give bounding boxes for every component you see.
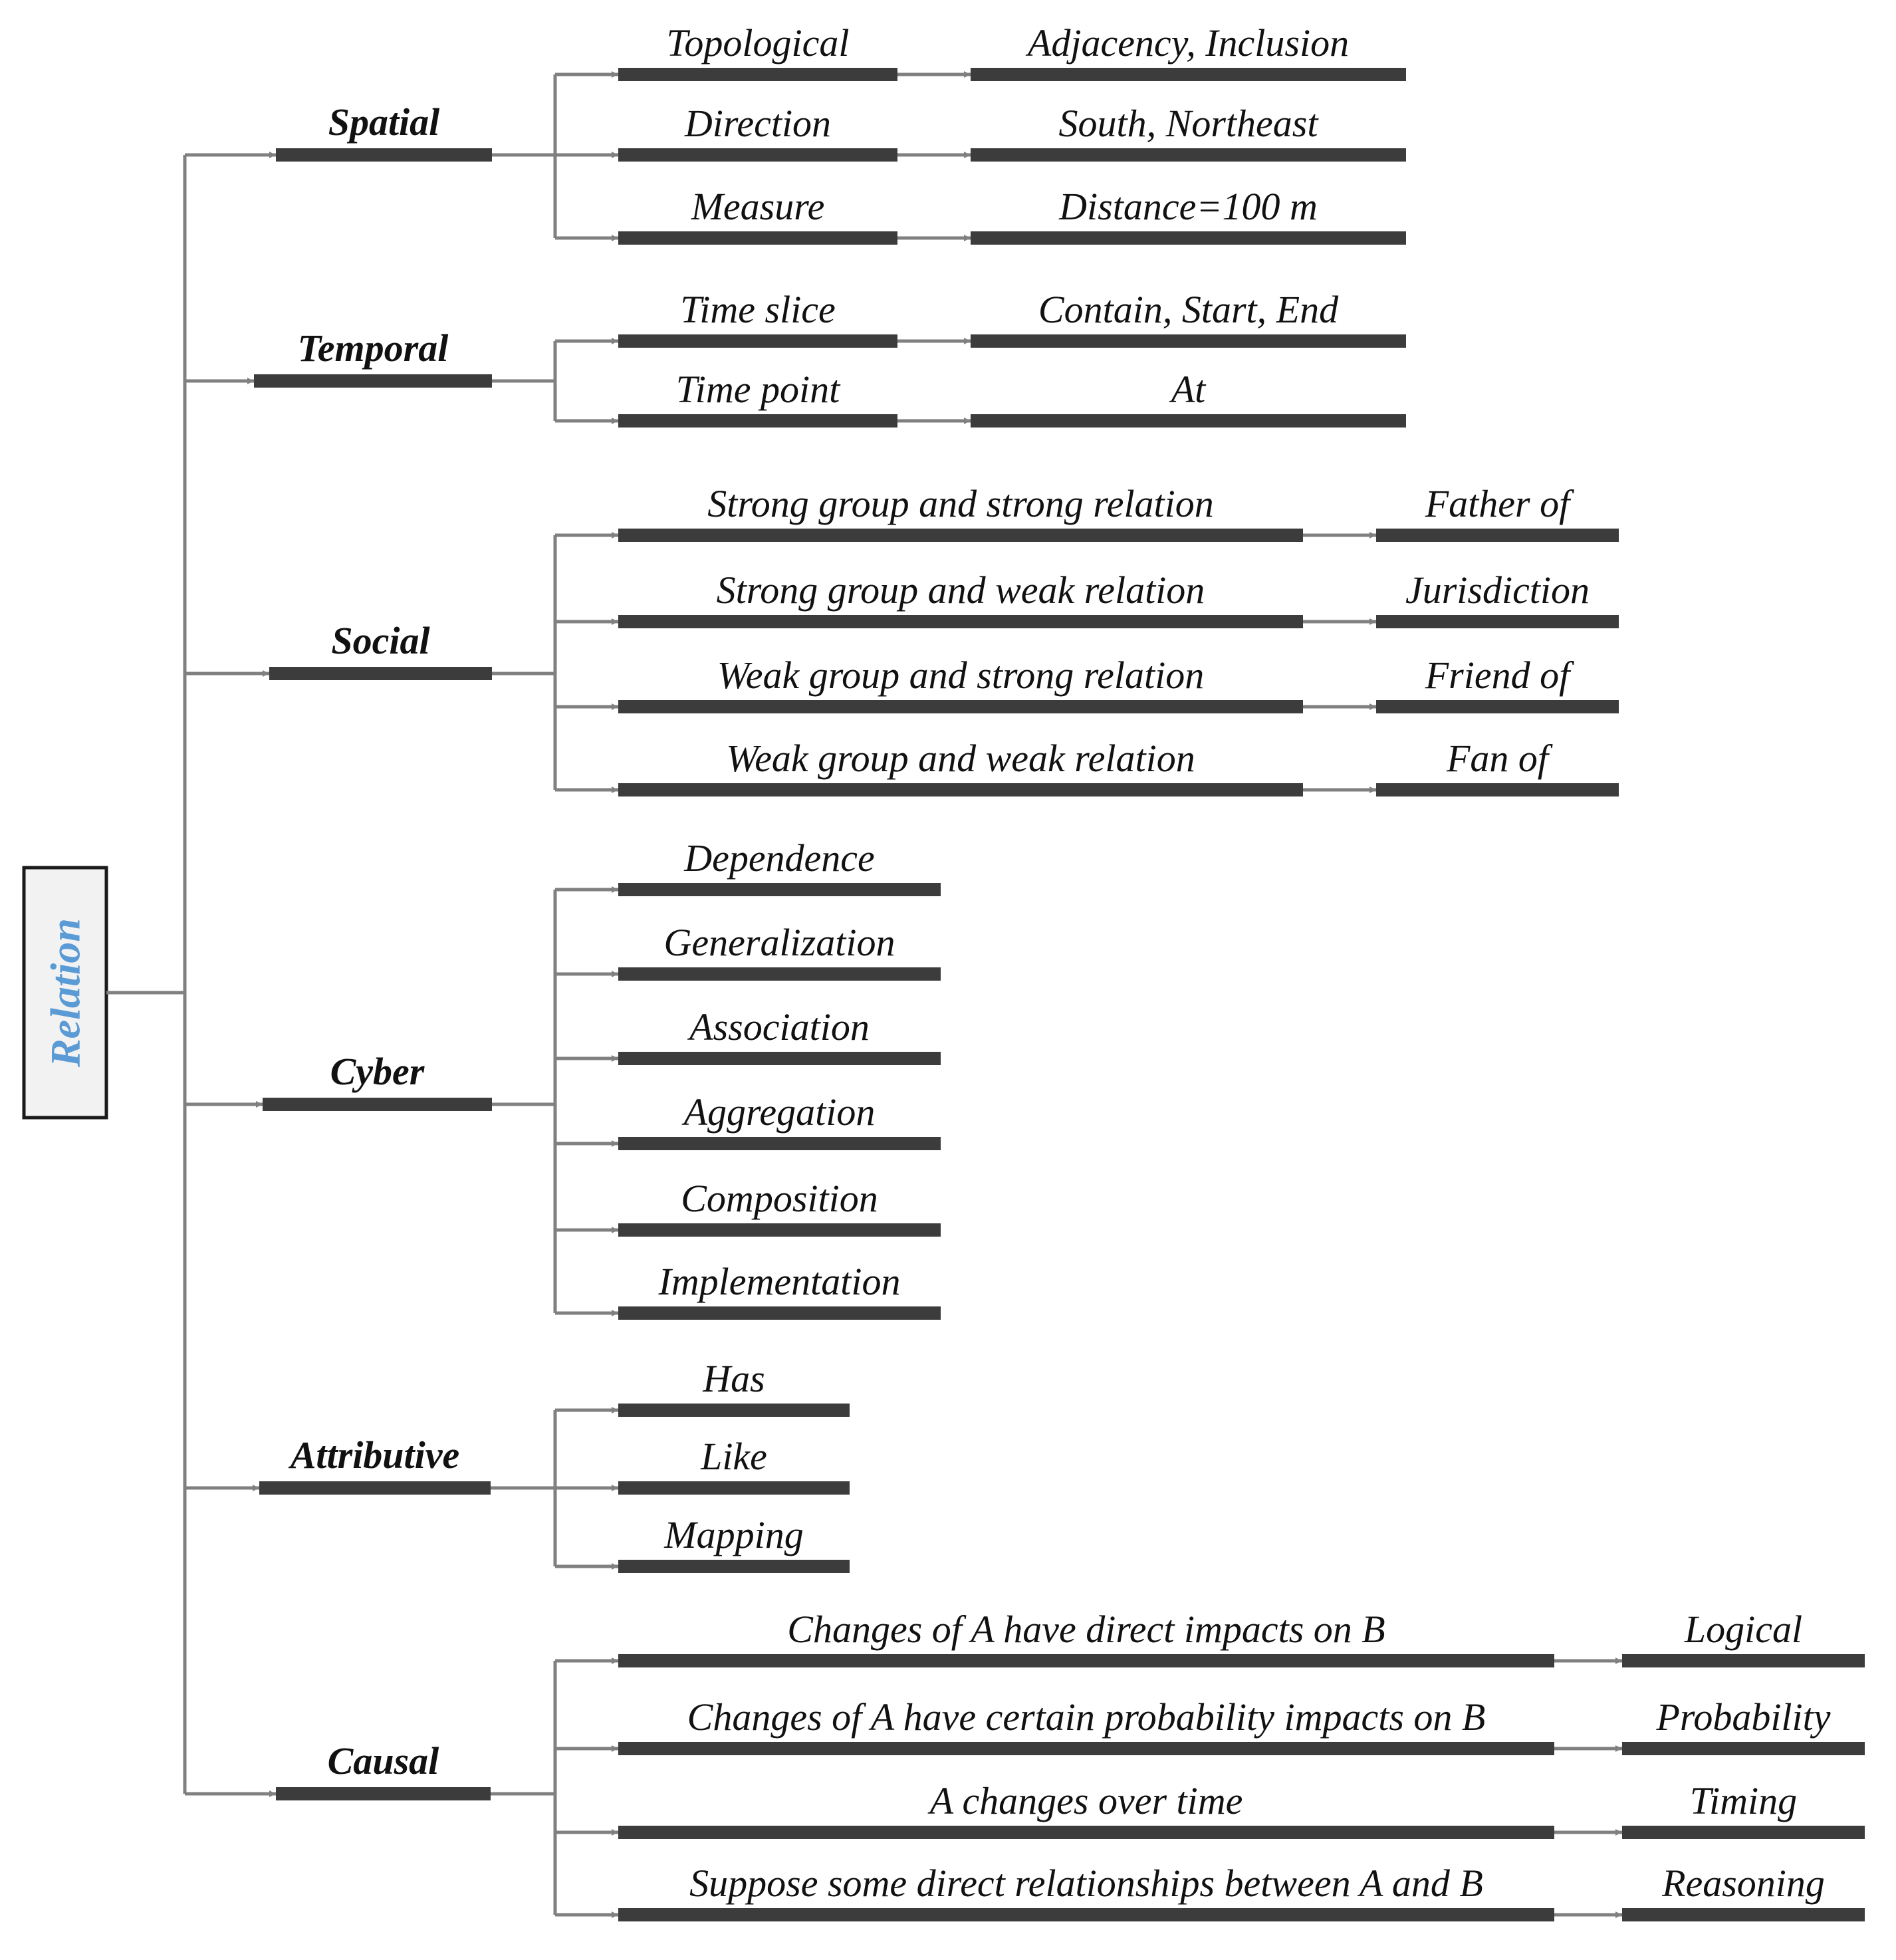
category-bar-cyber: [263, 1098, 492, 1111]
leaf-bar-father-of: [1376, 529, 1619, 542]
subcategory-label-a-changes-over-time: A changes over time: [927, 1779, 1243, 1822]
subcategory-bar-changes-of-a-have-certain-probability-impacts-on-b: [618, 1742, 1554, 1755]
subcategory-bar-generalization: [618, 967, 941, 981]
subcategory-bar-time-slice: [618, 334, 897, 348]
subcategory-label-composition: Composition: [681, 1177, 878, 1220]
subcategory-bar-dependence: [618, 883, 941, 896]
category-bar-temporal: [254, 374, 492, 388]
category-label-social: Social: [331, 619, 430, 662]
subcategory-bar-changes-of-a-have-direct-impacts-on-b: [618, 1654, 1554, 1667]
subcategory-label-aggregation: Aggregation: [681, 1090, 876, 1134]
subcategory-label-has: Has: [702, 1357, 765, 1400]
leaf-label-jurisdiction: Jurisdiction: [1405, 568, 1590, 612]
subcategory-label-association: Association: [687, 1005, 870, 1048]
subcategory-bar-aggregation: [618, 1137, 941, 1150]
leaf-bar-at: [971, 414, 1406, 428]
subcategory-label-time-slice: Time slice: [680, 288, 836, 331]
subcategory-bar-strong-group-and-weak-relation: [618, 615, 1303, 628]
leaf-label-at: At: [1169, 368, 1207, 411]
leaf-label-friend-of: Friend of: [1425, 654, 1574, 697]
leaf-bar-friend-of: [1376, 700, 1619, 713]
subcategory-bar-strong-group-and-strong-relation: [618, 529, 1303, 542]
subcategory-bar-mapping: [618, 1560, 850, 1573]
root-label: Relation: [42, 918, 89, 1068]
category-label-spatial: Spatial: [328, 100, 440, 144]
subcategory-bar-association: [618, 1052, 941, 1065]
leaf-label-adjacency-inclusion: Adjacency, Inclusion: [1025, 21, 1349, 64]
leaf-bar-reasoning: [1622, 1908, 1865, 1921]
leaf-label-probability: Probability: [1655, 1695, 1830, 1739]
leaf-bar-south-northeast: [971, 148, 1406, 162]
leaf-label-timing: Timing: [1690, 1779, 1797, 1822]
subcategory-label-measure: Measure: [691, 185, 825, 228]
root-box: [22, 866, 108, 1120]
category-label-cyber: Cyber: [330, 1050, 425, 1093]
leaf-bar-logical: [1622, 1654, 1865, 1667]
subcategory-label-weak-group-and-weak-relation: Weak group and weak relation: [726, 737, 1195, 780]
subcategory-label-time-point: Time point: [676, 368, 841, 411]
category-label-attributive: Attributive: [289, 1433, 460, 1477]
leaf-label-fan-of: Fan of: [1446, 737, 1553, 780]
category-bar-causal: [276, 1787, 491, 1800]
subcategory-bar-weak-group-and-weak-relation: [618, 783, 1303, 796]
leaf-label-contain-start-end: Contain, Start, End: [1038, 288, 1339, 331]
category-label-temporal: Temporal: [298, 326, 449, 370]
subcategory-label-implementation: Implementation: [657, 1260, 900, 1303]
subcategory-bar-measure: [618, 231, 897, 245]
subcategory-bar-suppose-some-direct-relationships-between-a-and-b: [618, 1908, 1554, 1921]
subcategory-label-strong-group-and-weak-relation: Strong group and weak relation: [717, 568, 1205, 612]
subcategory-bar-topological: [618, 68, 897, 81]
category-bar-social: [269, 667, 492, 680]
subcategory-bar-like: [618, 1481, 850, 1495]
subcategory-label-strong-group-and-strong-relation: Strong group and strong relation: [707, 482, 1214, 525]
category-bar-spatial: [276, 148, 492, 162]
subcategory-bar-composition: [618, 1223, 941, 1237]
subcategory-label-mapping: Mapping: [663, 1513, 803, 1556]
subcategory-label-like: Like: [700, 1435, 767, 1478]
subcategory-bar-has: [618, 1404, 850, 1417]
category-label-causal: Causal: [328, 1739, 440, 1782]
subcategory-label-direction: Direction: [684, 102, 831, 145]
subcategory-bar-time-point: [618, 414, 897, 428]
leaf-label-logical: Logical: [1684, 1608, 1802, 1651]
subcategory-bar-a-changes-over-time: [618, 1826, 1554, 1839]
leaf-label-distance-100-m: Distance=100 m: [1058, 185, 1318, 228]
subcategory-label-changes-of-a-have-certain-probability-impacts-on-b: Changes of A have certain probability im…: [687, 1695, 1486, 1739]
category-bar-attributive: [259, 1481, 491, 1495]
leaf-label-south-northeast: South, Northeast: [1059, 102, 1320, 145]
subcategory-label-changes-of-a-have-direct-impacts-on-b: Changes of A have direct impacts on B: [787, 1608, 1385, 1651]
relation-tree: Spatial Topological Adjacency, InclusionDi…: [106, 21, 1865, 1921]
root-node: Relation: [22, 866, 108, 1120]
subcategory-bar-implementation: [618, 1306, 941, 1320]
leaf-bar-contain-start-end: [971, 334, 1406, 348]
subcategory-label-topological: Topological: [666, 21, 849, 64]
subcategory-bar-direction: [618, 148, 897, 162]
leaf-bar-adjacency-inclusion: [971, 68, 1406, 81]
leaf-label-father-of: Father of: [1425, 482, 1574, 525]
leaf-bar-jurisdiction: [1376, 615, 1619, 628]
leaf-bar-probability: [1622, 1742, 1865, 1755]
subcategory-label-generalization: Generalization: [664, 921, 895, 964]
leaf-bar-distance-100-m: [971, 231, 1406, 245]
leaf-bar-fan-of: [1376, 783, 1619, 796]
subcategory-label-suppose-some-direct-relationships-between-a-and-b: Suppose some direct relationships betwee…: [689, 1862, 1483, 1905]
subcategory-label-weak-group-and-strong-relation: Weak group and strong relation: [717, 654, 1205, 697]
leaf-bar-timing: [1622, 1826, 1865, 1839]
subcategory-label-dependence: Dependence: [683, 836, 875, 880]
leaf-label-reasoning: Reasoning: [1661, 1862, 1825, 1905]
subcategory-bar-weak-group-and-strong-relation: [618, 700, 1303, 713]
